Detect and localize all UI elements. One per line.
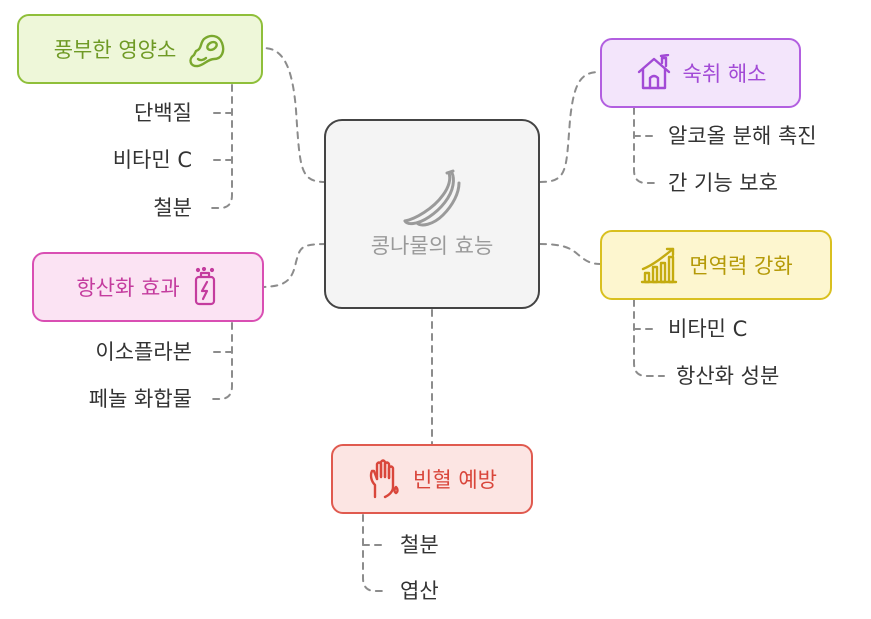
branch-anemia[interactable]: 빈혈 예방 — [331, 444, 533, 514]
center-topic[interactable]: 콩나물의 효능 — [324, 119, 540, 309]
hangover-item-liver: 간 기능 보호 — [668, 171, 778, 195]
center-title: 콩나물의 효능 — [370, 234, 494, 258]
immunity-item-antioxidant: 항산화 성분 — [676, 364, 780, 388]
bean-icon — [189, 34, 225, 68]
bean-sprout-icon — [403, 169, 461, 227]
antioxidant-item-phenol: 페놀 화합물 — [88, 387, 192, 411]
branch-immunity[interactable]: 면역력 강화 — [600, 230, 832, 300]
growth-chart-icon — [641, 247, 678, 284]
hangover-item-alcohol: 알코올 분해 촉진 — [668, 124, 817, 148]
battery-icon — [194, 267, 215, 306]
branch-hangover-label: 숙취 해소 — [682, 62, 767, 86]
branch-antioxidant-label: 항산화 효과 — [76, 276, 180, 300]
house-icon — [637, 54, 670, 90]
anemia-item-folic-acid: 엽산 — [400, 579, 439, 603]
anemia-item-iron: 철분 — [400, 533, 439, 557]
nutrients-item-vitamin-c: 비타민 C — [112, 148, 192, 172]
branch-nutrients-label: 풍부한 영양소 — [53, 38, 177, 62]
branch-anemia-label: 빈혈 예방 — [413, 468, 497, 492]
nutrients-item-iron: 철분 — [153, 196, 192, 220]
hand-icon — [369, 459, 399, 499]
branch-immunity-label: 면역력 강화 — [689, 254, 793, 278]
branch-nutrients[interactable]: 풍부한 영양소 — [17, 14, 263, 84]
nutrients-item-protein: 단백질 — [134, 101, 192, 125]
branch-hangover[interactable]: 숙취 해소 — [600, 38, 801, 108]
antioxidant-item-isoflavone: 이소플라본 — [95, 340, 192, 364]
immunity-item-vitamin-c: 비타민 C — [668, 317, 748, 341]
branch-antioxidant[interactable]: 항산화 효과 — [32, 252, 264, 322]
